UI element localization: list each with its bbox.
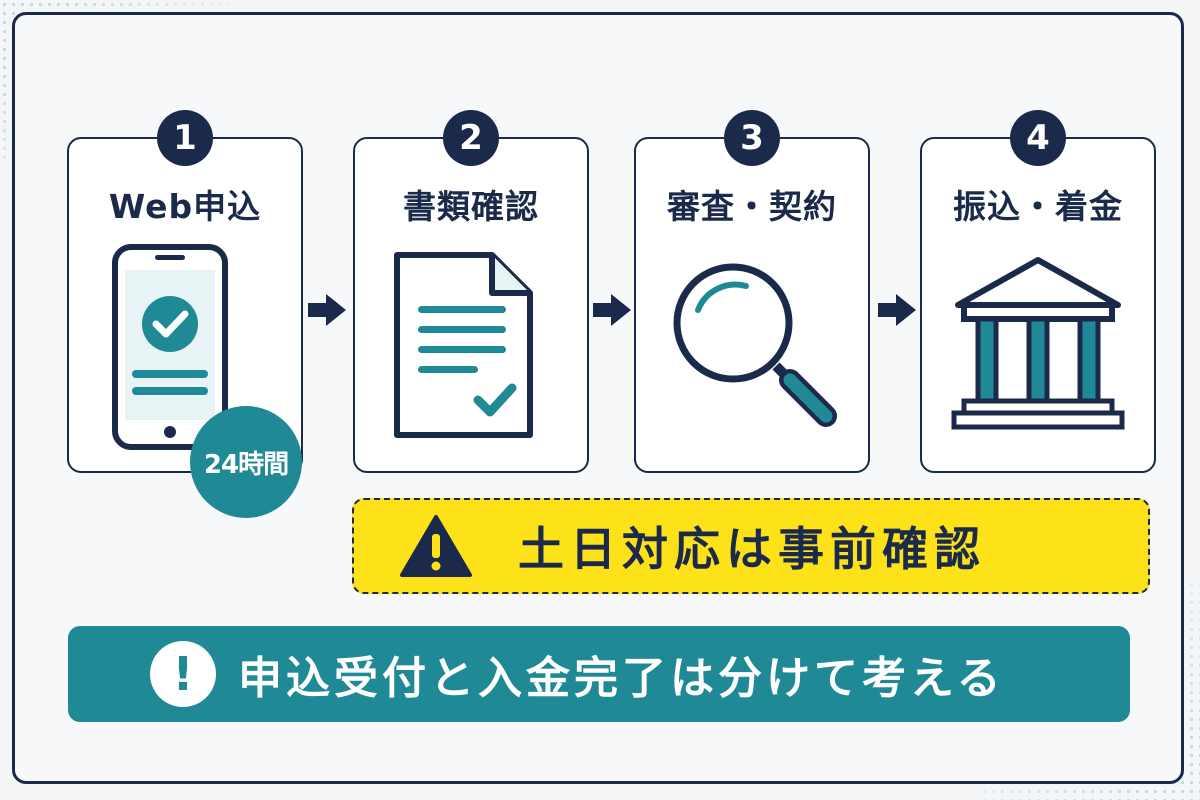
warning-text: 土日対応は事前確認 (518, 522, 986, 576)
step-title-4: 振込・着金 (953, 187, 1123, 226)
note-text: 申込受付と入金完了は分けて考える (238, 653, 1005, 704)
step-number-2: 2 (443, 110, 499, 166)
step-number-4: 4 (1010, 110, 1066, 166)
step-number-1: 1 (157, 110, 213, 166)
step-title-1: Web申込 (108, 187, 262, 226)
step-title-3: 審査・契約 (667, 187, 837, 226)
arrow-right-icon (878, 294, 916, 326)
bank-icon (951, 257, 1125, 430)
exclamation-icon: ! (150, 641, 216, 707)
24h-badge: 24時間 (190, 406, 302, 518)
magnifier-icon (673, 263, 837, 427)
warning-triangle-icon (400, 515, 472, 577)
note-banner: ! 申込受付と入金完了は分けて考える (68, 626, 1130, 722)
step-number-3: 3 (724, 110, 780, 166)
step-title-2: 書類確認 (403, 187, 539, 226)
smartphone-check-icon (112, 244, 228, 450)
arrow-right-icon (308, 294, 346, 326)
arrow-right-icon (593, 294, 631, 326)
document-check-icon (394, 252, 533, 438)
weekend-warning-banner: 土日対応は事前確認 (352, 498, 1150, 594)
